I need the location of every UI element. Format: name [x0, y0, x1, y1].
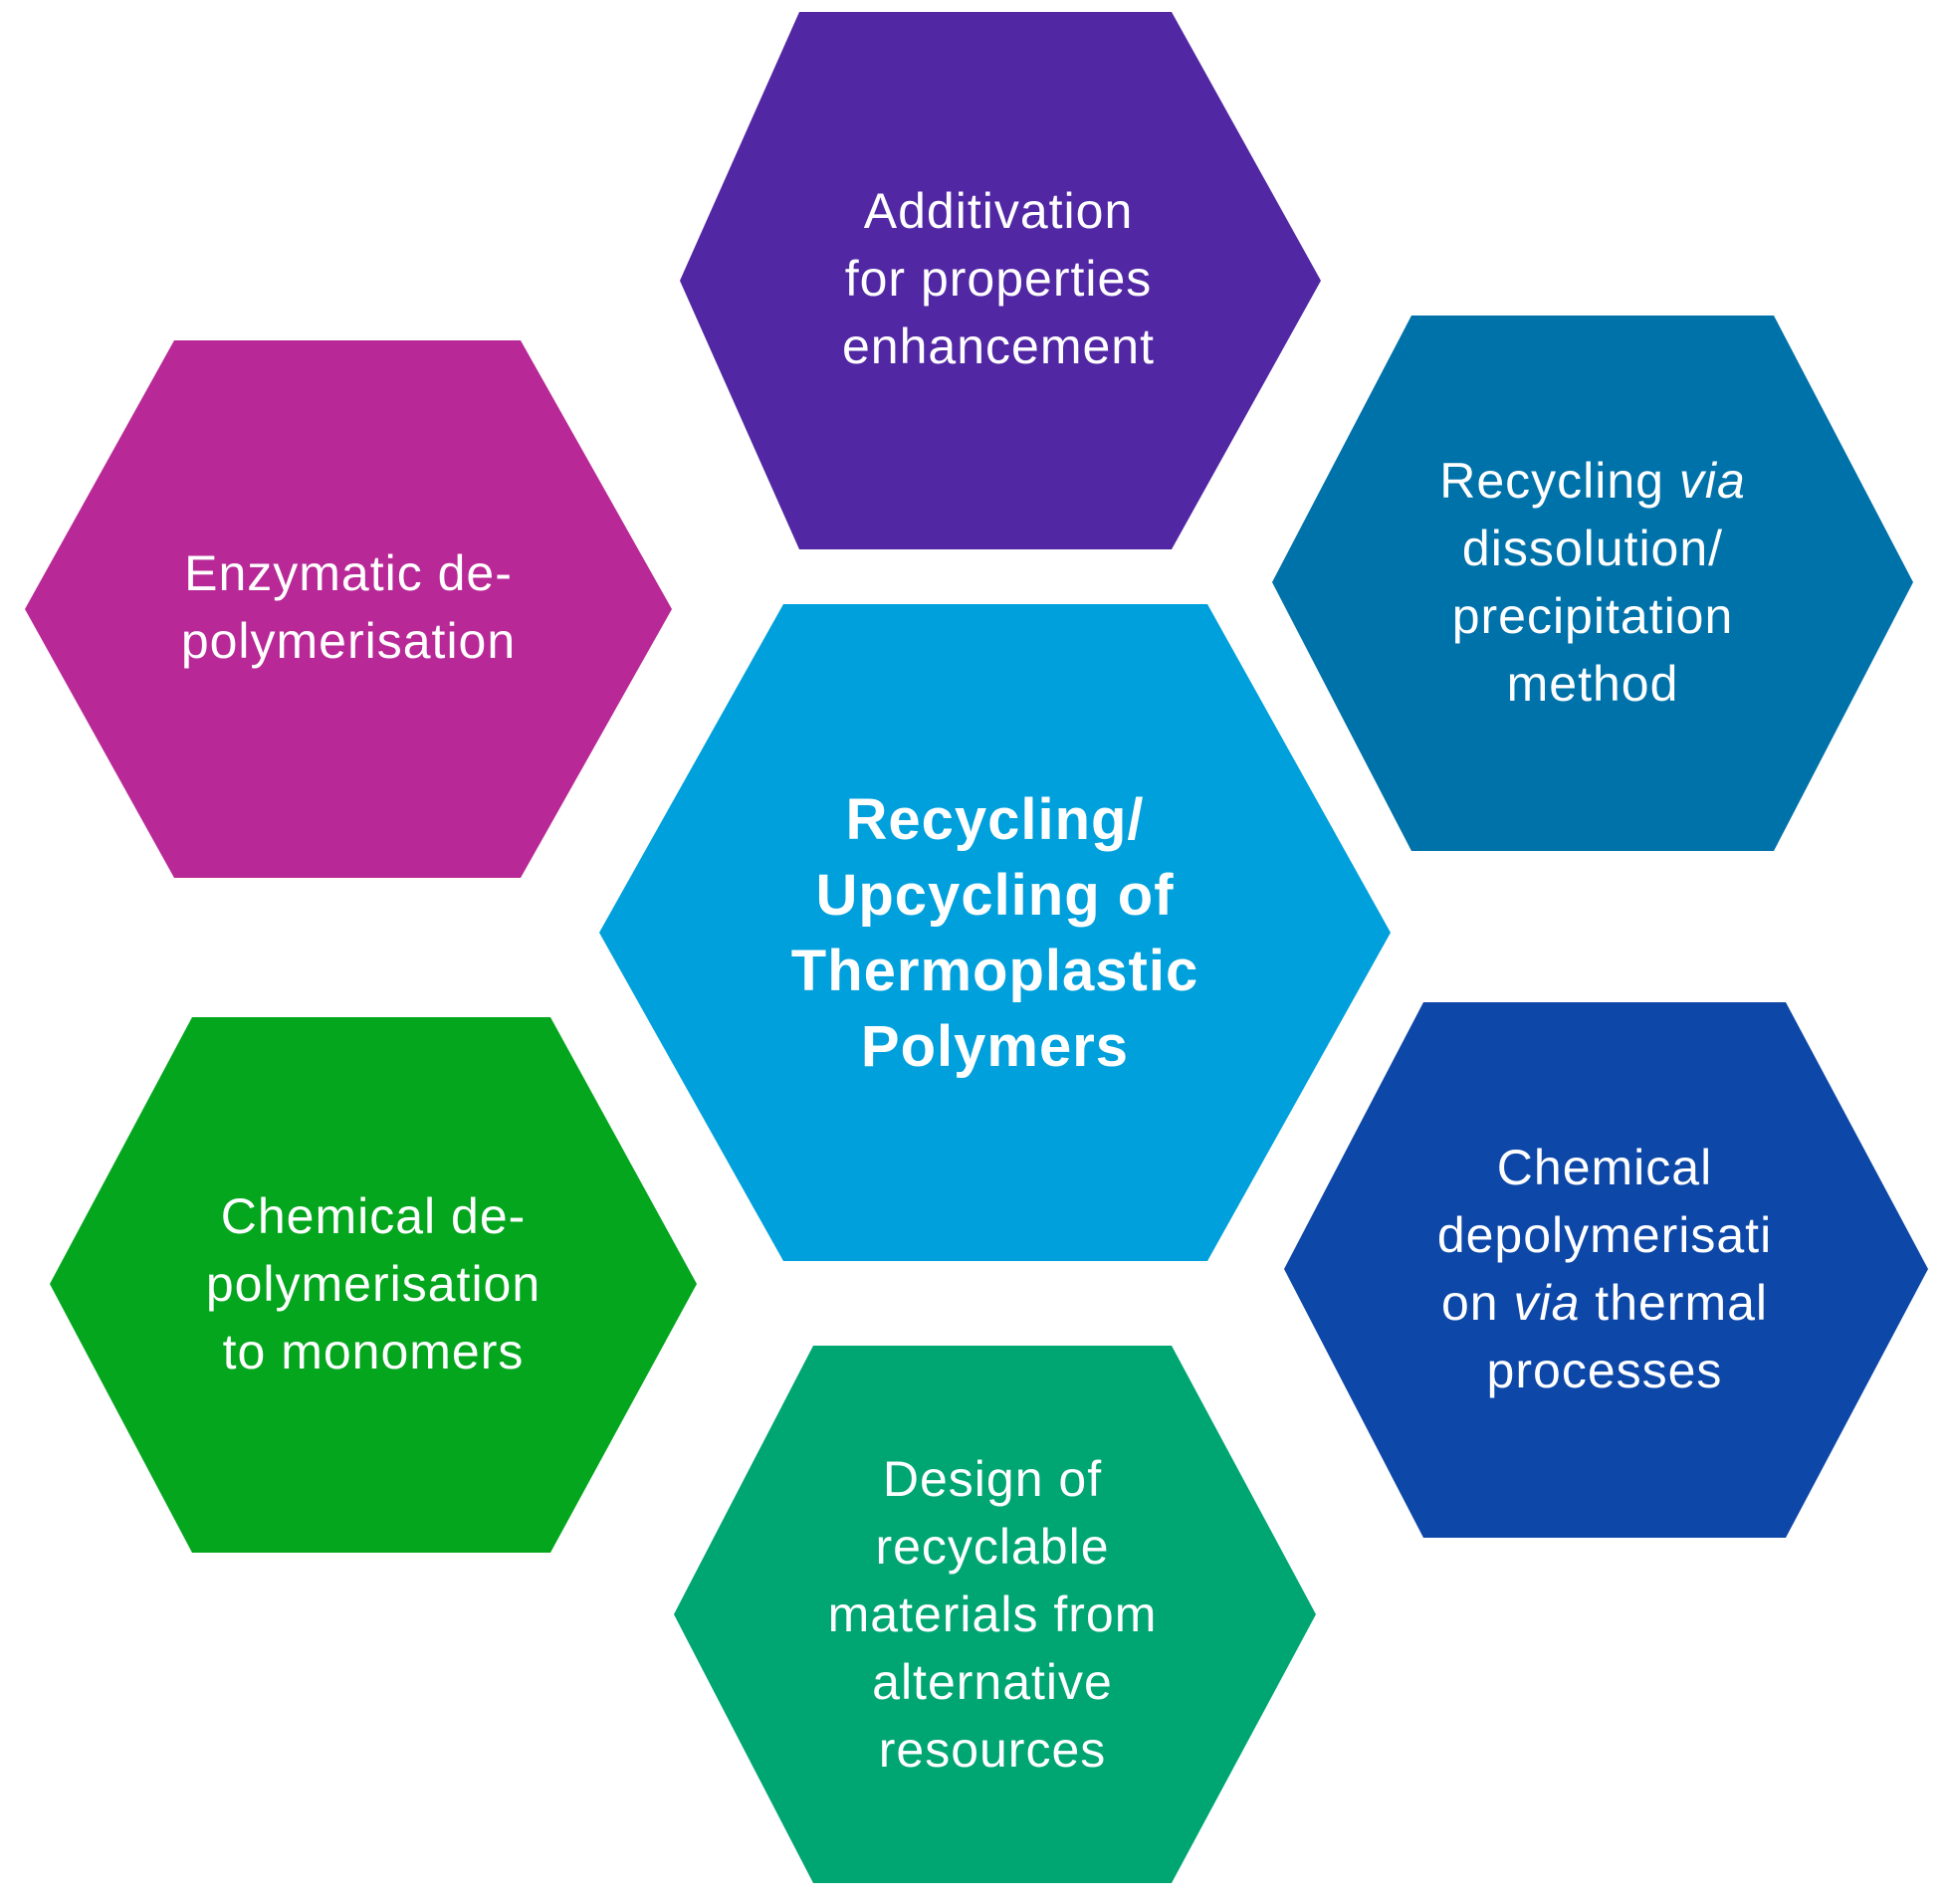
hex-additivation [680, 12, 1321, 549]
thermal-label-line: Chemical [1496, 1140, 1713, 1195]
center-label: Recycling/ Upcycling of Thermoplastic Po… [649, 647, 1341, 1219]
dissolution-label-line: precipitation [1451, 588, 1734, 644]
dissolution-label-line: dissolution/ [1461, 521, 1724, 576]
thermal-label-line: on via thermal [1441, 1269, 1768, 1337]
hex-design [674, 1346, 1316, 1883]
thermal-label-line: depolymerisati [1436, 1207, 1773, 1263]
dissolution-label-line: Recycling via [1439, 447, 1746, 515]
chemical-monomers-label-line: Chemical de- [220, 1188, 527, 1244]
enzymatic-label-line: polymerisation [180, 613, 517, 669]
chemical-monomers-label-line: polymerisation [205, 1256, 541, 1312]
hex-thermal [1284, 1002, 1928, 1538]
center-label-line: Thermoplastic [790, 938, 1199, 1003]
design-label-line: alternative [872, 1654, 1113, 1710]
additivation-label: Additivation for properties enhancement [750, 80, 1247, 478]
additivation-label-line: enhancement [841, 318, 1155, 374]
center-label-line: Polymers [860, 1013, 1130, 1079]
thermal-label-lead: on [1440, 1275, 1514, 1331]
design-label-line: Design of [882, 1451, 1103, 1507]
thermal-label-line: processes [1486, 1343, 1723, 1398]
via-italic: via [1513, 1275, 1581, 1331]
additivation-label-line: Additivation [863, 183, 1134, 239]
enzymatic-label: Enzymatic de- polymerisation [100, 408, 597, 806]
hex-center [599, 604, 1391, 1261]
via-italic: via [1678, 453, 1746, 509]
design-label-line: materials from [827, 1587, 1158, 1642]
hex-dissolution [1272, 316, 1913, 851]
thermal-label-tail: thermal [1580, 1275, 1769, 1331]
center-label-line: Recycling/ [845, 786, 1145, 852]
design-label: Design of recyclable materials from alte… [744, 1383, 1241, 1845]
dissolution-label: Recycling via dissolution/ precipitation… [1344, 383, 1841, 781]
design-label-line: resources [878, 1722, 1107, 1778]
dissolution-label-line: method [1506, 656, 1679, 712]
hex-chemical-monomers [50, 1017, 697, 1553]
enzymatic-label-line: Enzymatic de- [184, 545, 513, 601]
dissolution-label-lead: Recycling [1439, 453, 1679, 509]
thermal-label: Chemical depolymerisati on via thermal p… [1356, 1070, 1853, 1468]
design-label-line: recyclable [875, 1519, 1110, 1575]
hex-enzymatic [25, 340, 672, 878]
chemical-monomers-label: Chemical de- polymerisation to monomers [124, 1085, 622, 1483]
center-label-line: Upcycling of [815, 862, 1175, 928]
chemical-monomers-label-line: to monomers [222, 1324, 525, 1379]
additivation-label-line: for properties [844, 251, 1153, 307]
